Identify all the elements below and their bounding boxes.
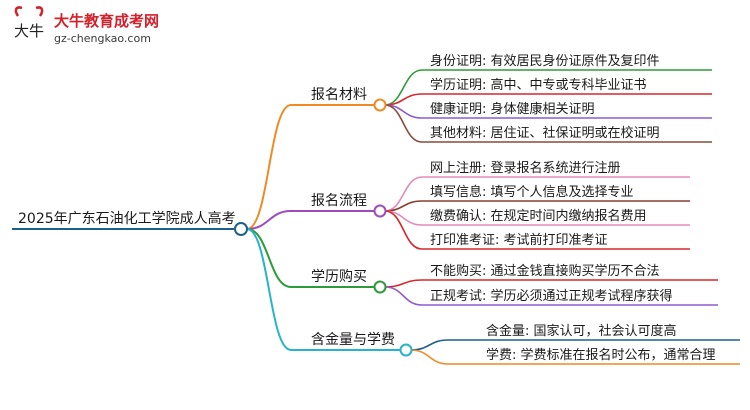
bull-logo-icon: 大牛 — [14, 6, 44, 40]
branch-connector — [246, 104, 292, 230]
leaf-topic[interactable]: 填写信息: 填写个人信息及选择专业 — [430, 184, 634, 200]
branch-topic[interactable]: 报名材料 — [311, 87, 367, 103]
mind-map-nodes: 2025年广东石油化工学院成人高考 报名材料 身份证明: 有效居民身份证原件及复印件… — [18, 53, 716, 363]
leaf-connector — [384, 104, 423, 143]
leaf-connector — [384, 210, 423, 250]
leaf-connector — [410, 349, 449, 365]
site-logo[interactable]: 大牛 大牛教育成考网 gz-chengkao.com — [10, 4, 210, 52]
root-node-circle[interactable] — [234, 222, 248, 236]
logo-title: 大牛教育成考网 — [54, 12, 160, 30]
leaf-topic[interactable]: 网上注册: 登录报名系统进行注册 — [430, 160, 621, 176]
leaf-connector — [384, 279, 423, 288]
leaf-topic[interactable]: 不能购买: 通过金钱直接购买学历不合法 — [430, 263, 660, 279]
logo-mark: 大牛 — [14, 22, 44, 40]
leaf-topic[interactable]: 学历证明: 高中、中专或专科毕业证书 — [430, 77, 647, 93]
leaf-topic[interactable]: 打印准考证: 考试前打印准考证 — [430, 232, 608, 248]
leaf-connector — [410, 339, 449, 351]
leaf-topic[interactable]: 身份证明: 有效居民身份证原件及复印件 — [430, 53, 660, 69]
branch-topic[interactable]: 报名流程 — [311, 193, 367, 209]
leaf-topic[interactable]: 缴费确认: 在规定时间内缴纳报名费用 — [430, 208, 647, 224]
branch-connector — [246, 228, 292, 351]
leaf-connector — [384, 286, 423, 306]
leaf-topic[interactable]: 学费: 学费标准在报名时公布，通常合理 — [486, 347, 716, 363]
branch-node-circle[interactable] — [399, 343, 413, 357]
logo-url: gz-chengkao.com — [54, 32, 151, 45]
leaf-topic[interactable]: 健康证明: 身体健康相关证明 — [430, 101, 595, 117]
leaf-topic[interactable]: 含金量: 国家认可，社会认可度高 — [486, 323, 677, 339]
branch-connector — [246, 228, 292, 288]
branch-node-circle[interactable] — [373, 204, 387, 218]
branch-topic[interactable]: 含金量与学费 — [311, 332, 395, 348]
branch-topic[interactable]: 学历购买 — [311, 269, 367, 285]
branch-node-circle[interactable] — [373, 98, 387, 112]
branch-connector — [246, 210, 292, 230]
root-topic[interactable]: 2025年广东石油化工学院成人高考 — [18, 210, 236, 227]
mind-map-edges — [12, 69, 740, 365]
leaf-topic[interactable]: 正规考试: 学历必须通过正规考试程序获得 — [430, 288, 673, 304]
branch-node-circle[interactable] — [373, 280, 387, 294]
leaf-topic[interactable]: 其他材料: 居住证、社保证明或在校证明 — [430, 125, 660, 141]
